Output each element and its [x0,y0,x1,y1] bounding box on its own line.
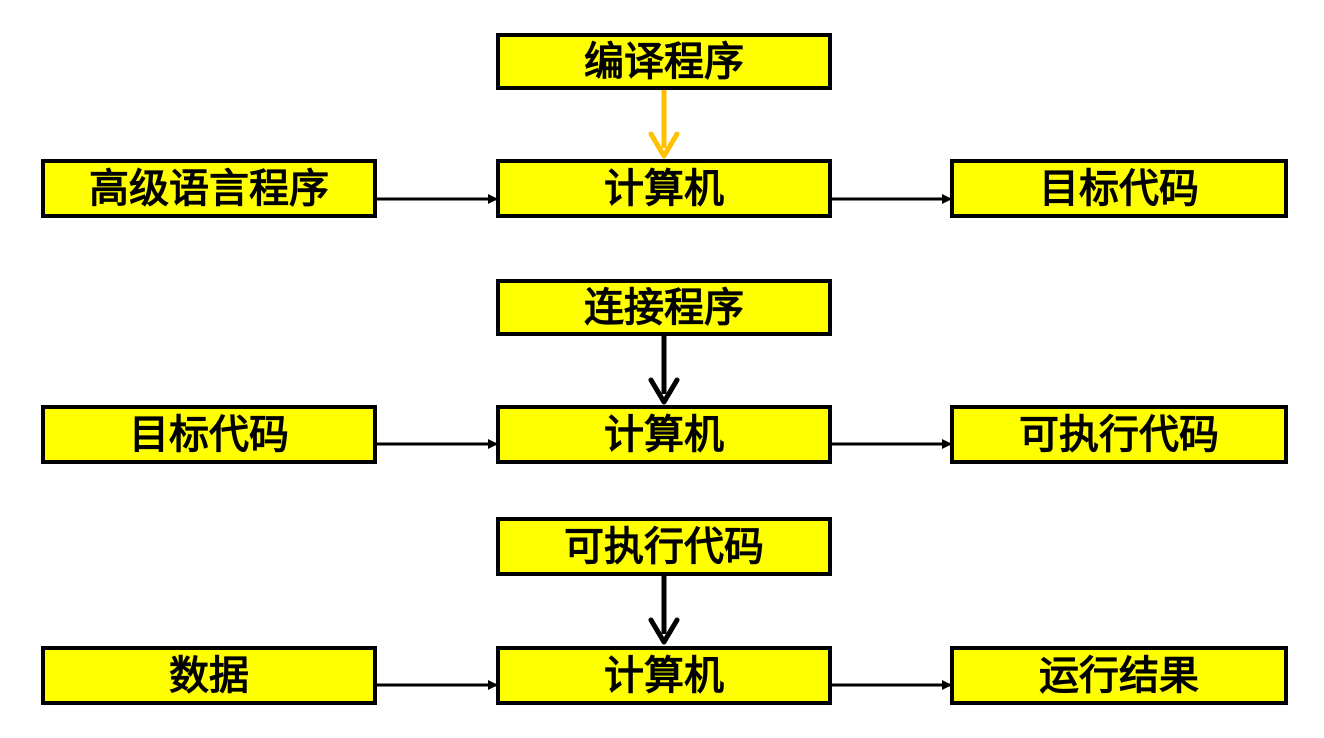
stage1-computer-box: 计算机 [496,159,832,218]
stage2-program-box: 连接程序 [496,279,832,336]
stage3-program-box: 可执行代码 [496,517,832,576]
stage1-output-box: 目标代码 [950,159,1288,218]
stage1-input-box: 高级语言程序 [41,159,377,218]
stage2-computer-box: 计算机 [496,405,832,464]
stage3-output-box: 运行结果 [950,646,1288,705]
stage2-output-box: 可执行代码 [950,405,1288,464]
stage3-input-box: 数据 [41,646,377,705]
stage2-program-arrow [648,334,680,405]
stage1-program-box: 编译程序 [496,33,832,90]
stage1-program-arrow [648,88,680,159]
stage2-input-box: 目标代码 [41,405,377,464]
stage3-program-arrow [648,574,680,645]
stage3-computer-box: 计算机 [496,646,832,705]
